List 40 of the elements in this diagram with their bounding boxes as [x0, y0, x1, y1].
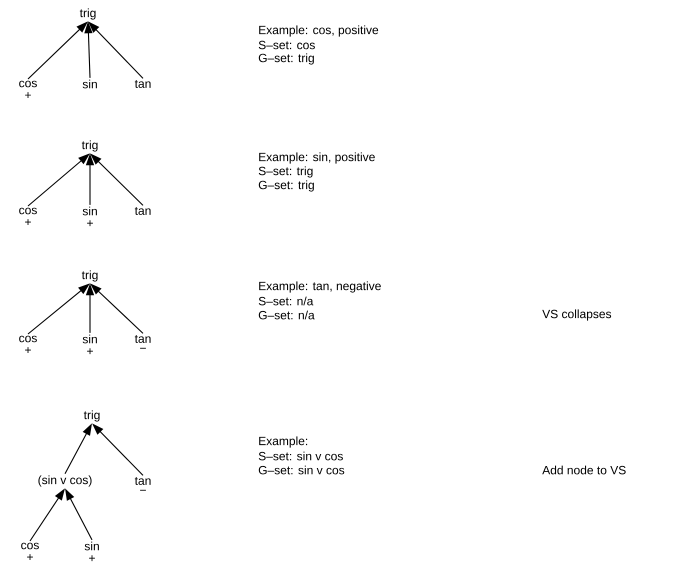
sign-mark: + [89, 555, 95, 562]
sign-mark: + [25, 92, 31, 98]
node-label: sin [82, 206, 97, 216]
note-text: S–set: trig [258, 166, 313, 178]
note-text: Example: tan, negative [259, 281, 381, 293]
node-label: sin [82, 80, 97, 88]
node-label: sin [82, 334, 97, 344]
node-label: cos [19, 336, 37, 342]
note-text: Example: sin, positive [259, 152, 375, 164]
note-text: Add node to VS [542, 466, 626, 474]
sign-mark: + [87, 348, 93, 354]
sign-mark: + [25, 347, 31, 354]
note-text: Example: cos, positive [259, 25, 378, 37]
node-label: (sin v cos) [38, 475, 92, 487]
node-label: trig [80, 8, 96, 20]
node-label: sin [84, 542, 99, 550]
note-text: S–set: cos [258, 40, 315, 50]
node-label: tan [134, 335, 151, 343]
sign-mark: − [140, 490, 146, 491]
sign-mark: + [25, 219, 31, 226]
sign-mark: + [87, 220, 93, 226]
node-label: trig [82, 140, 98, 152]
note-text: S–set: n/a [258, 296, 314, 306]
node-label: cos [21, 542, 39, 550]
node-label: tan [134, 80, 151, 88]
node-label: cos [19, 208, 37, 214]
node-label: trig [84, 410, 100, 422]
note-text: G–set: trig [258, 53, 314, 65]
note-text: G–set: sin v cos [258, 466, 344, 474]
sign-mark: − [140, 348, 146, 349]
note-text: Example: [259, 436, 308, 448]
note-text: G–set: n/a [258, 310, 315, 320]
node-label: tan [134, 207, 151, 215]
note-text: VS collapses [542, 309, 612, 321]
node-label: tan [134, 477, 151, 485]
sign-mark: + [27, 554, 33, 560]
node-label: cos [19, 80, 37, 88]
note-text: G–set: trig [258, 180, 314, 192]
note-text: S–set: sin v cos [258, 452, 343, 460]
node-label: trig [82, 270, 98, 282]
